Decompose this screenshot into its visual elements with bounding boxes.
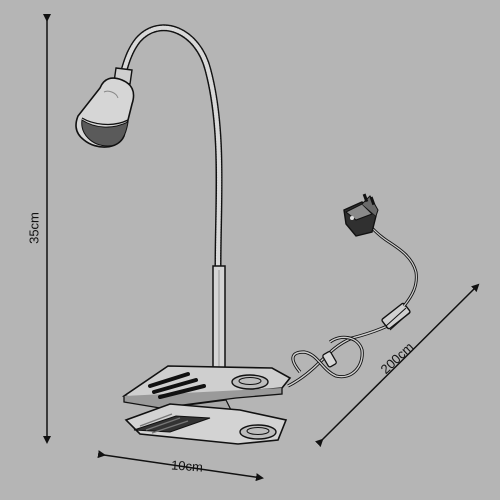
lamp-post	[212, 265, 226, 387]
width-dimension-label: 10cm	[170, 457, 204, 475]
width-dimension-line	[97, 450, 264, 482]
lamp-head	[75, 67, 135, 148]
cord-dimension-line	[314, 283, 480, 448]
height-dimension-label: 35cm	[26, 212, 42, 244]
adapter-cord	[370, 226, 418, 307]
cord-connector	[381, 302, 411, 331]
clamp-base	[121, 365, 292, 445]
power-adapter	[343, 193, 379, 237]
gooseneck-arm	[118, 24, 223, 272]
power-cord	[287, 320, 397, 388]
